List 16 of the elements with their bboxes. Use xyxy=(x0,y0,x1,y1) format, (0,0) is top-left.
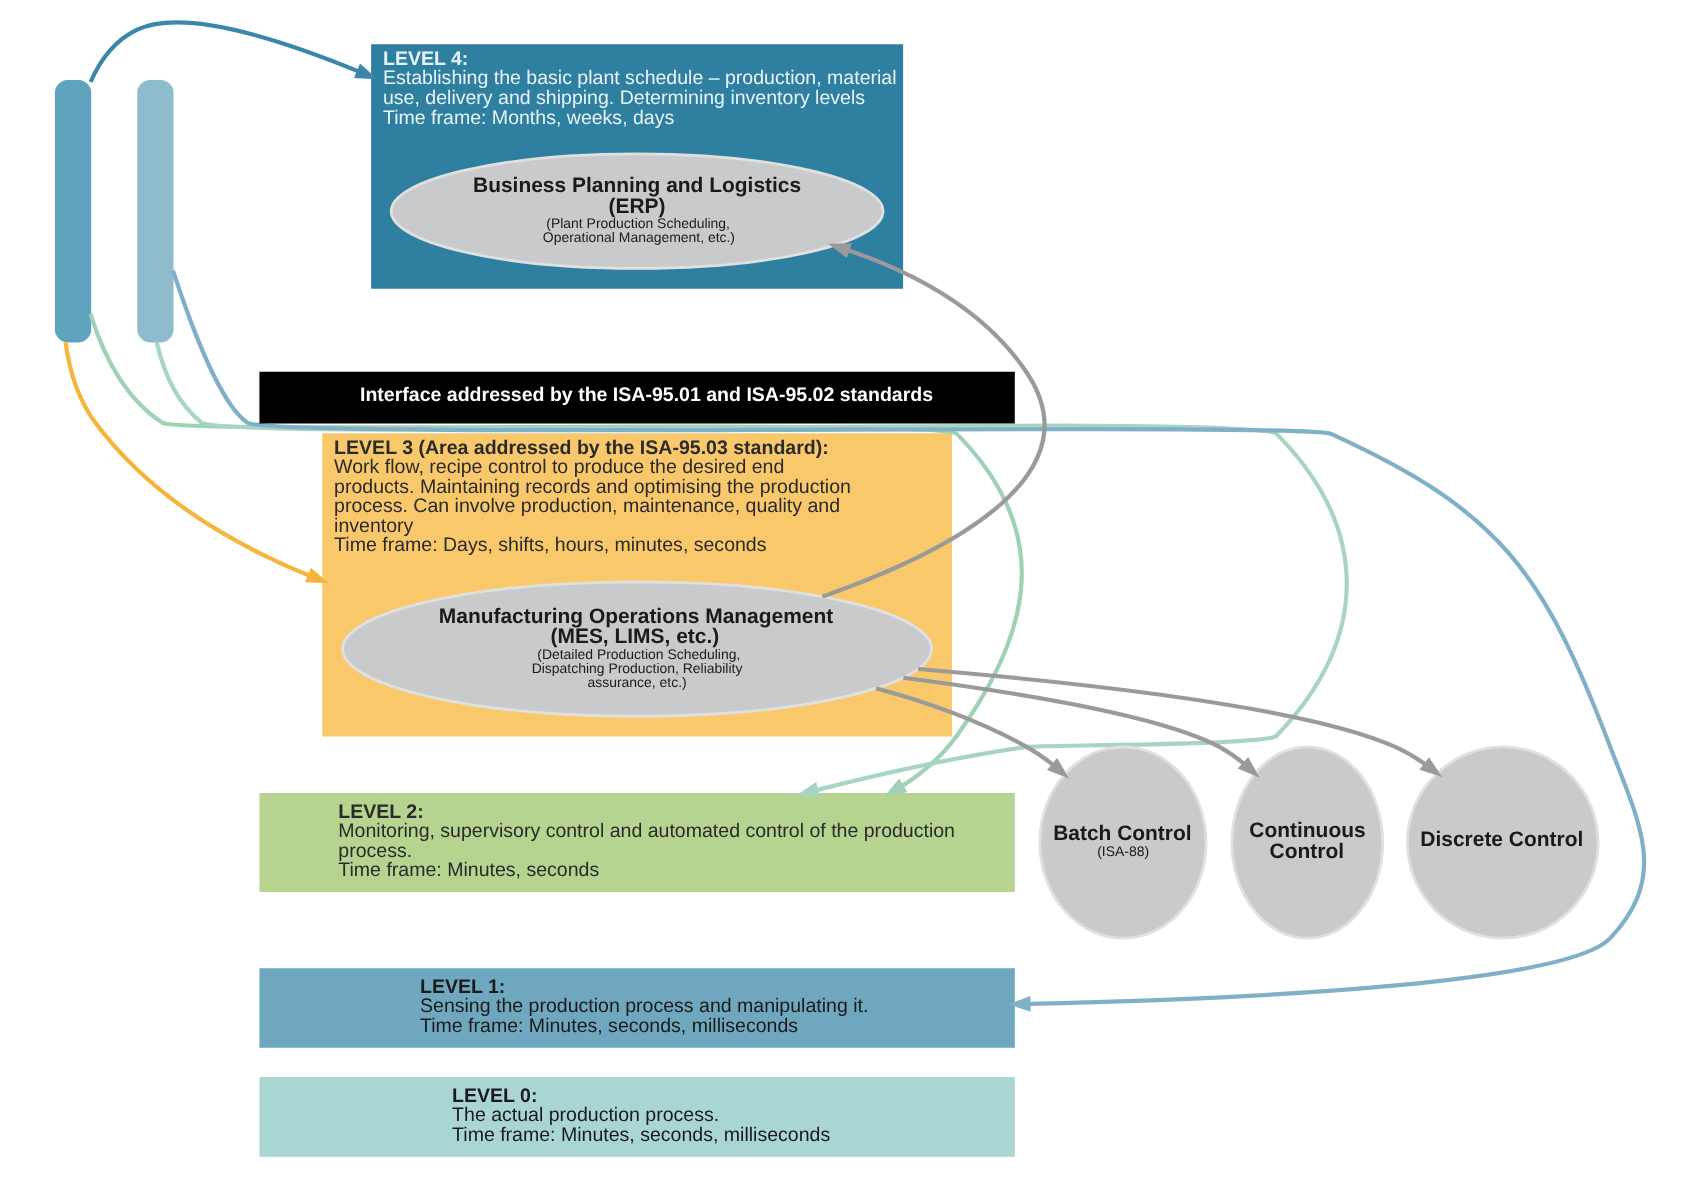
arrow xyxy=(903,675,1260,778)
node-box: Interface addressed by the ISA-95.01 and ISA-95.02 standards xyxy=(259,371,1015,424)
node-bar xyxy=(137,79,174,343)
arrow xyxy=(63,342,329,584)
node-bar xyxy=(54,79,92,343)
node-circle: Discrete Control xyxy=(1406,745,1600,940)
arrow xyxy=(171,269,1646,1012)
arrow xyxy=(821,243,1047,599)
node-ellipse: Continuous Control xyxy=(1230,745,1385,940)
node-box: LEVEL 0: The actual production process. Time frame: Minutes, seconds, milliseconds xyxy=(259,1077,1015,1157)
arrow xyxy=(88,20,378,83)
arrow xyxy=(875,686,1070,779)
arrow xyxy=(154,341,1349,798)
node-box: LEVEL 1: Sensing the production process and manipulating it. Time frame: Minutes, seconds, milliseconds xyxy=(259,968,1015,1048)
arrow xyxy=(917,666,1443,777)
node-box: LEVEL 2: Monitoring, supervisory control and automated control of the production process. Time frame: Minutes, seconds xyxy=(259,792,1015,893)
